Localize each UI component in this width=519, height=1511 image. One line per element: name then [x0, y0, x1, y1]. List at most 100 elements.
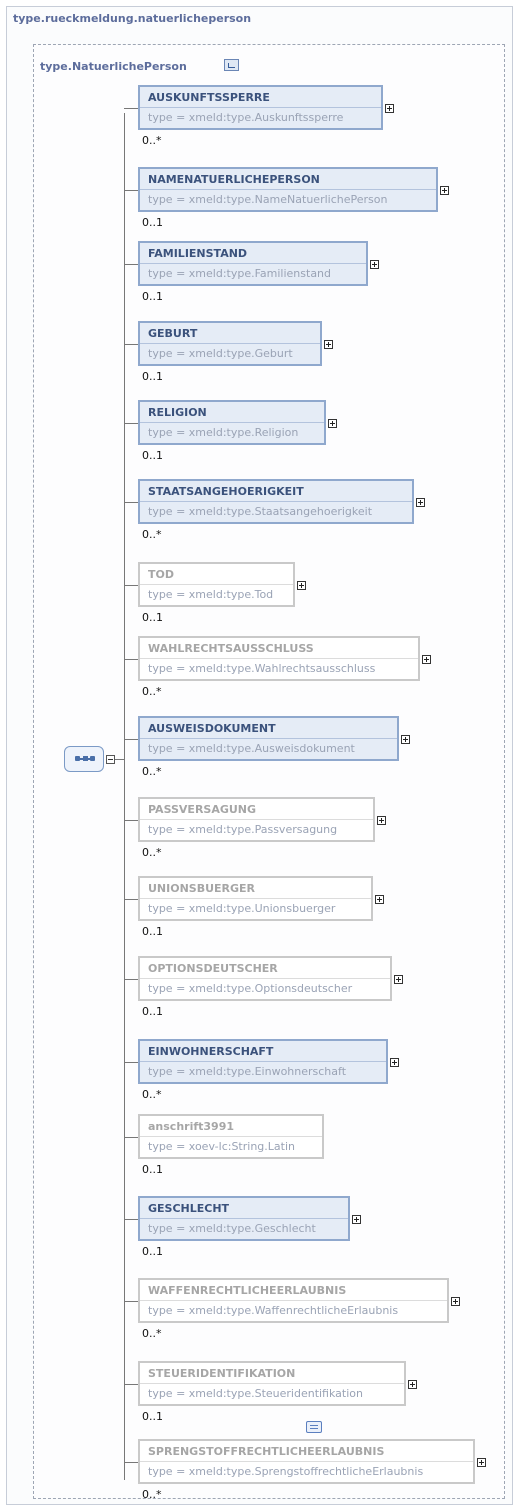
- cardinality-label: 0..1: [142, 1410, 163, 1423]
- element-name: PASSVERSAGUNG: [148, 803, 257, 816]
- element-box[interactable]: WAHLRECHTSAUSSCHLUSS type = xmeld:type.Wa…: [138, 636, 420, 681]
- element-name: AUSKUNFTSSPERRE: [148, 91, 270, 104]
- element-type: type = xmeld:type.Optionsdeutscher: [148, 982, 353, 995]
- element-name: AUSWEISDOKUMENT: [148, 722, 276, 735]
- element-connector: [124, 190, 138, 191]
- element-name: OPTIONSDEUTSCHER: [148, 962, 278, 975]
- element-name: anschrift3991: [148, 1120, 235, 1133]
- element-box[interactable]: STAATSANGEHOERIGKEIT type = xmeld:type.St…: [138, 479, 414, 524]
- element-name: SPRENGSTOFFRECHTLICHEERLAUBNIS: [148, 1445, 385, 1458]
- element-type: type = xmeld:type.Ausweisdokument: [148, 742, 355, 755]
- element-connector: [124, 1384, 138, 1385]
- cardinality-label: 0..*: [142, 1488, 162, 1501]
- element-connector: [124, 979, 138, 980]
- expand-icon[interactable]: [375, 895, 384, 904]
- cardinality-label: 0..*: [142, 1088, 162, 1101]
- element-type: type = xmeld:type.Wahlrechtsausschluss: [148, 662, 376, 675]
- cardinality-label: 0..*: [142, 765, 162, 778]
- base-type-frame: [33, 44, 505, 1499]
- element-connector: [124, 899, 138, 900]
- element-connector: [124, 264, 138, 265]
- element-box[interactable]: AUSKUNFTSSPERRE type = xmeld:type.Auskunf…: [138, 85, 383, 130]
- cardinality-label: 0..1: [142, 290, 163, 303]
- element-type: type = xmeld:type.Einwohnerschaft: [148, 1065, 347, 1078]
- element-type: type = xmeld:type.Geburt: [148, 347, 293, 360]
- element-type: type = xoev-lc:String.Latin: [148, 1140, 295, 1153]
- element-name: NAMENATUERLICHEPERSON: [148, 173, 320, 186]
- expand-icon[interactable]: [297, 581, 306, 590]
- element-type: type = xmeld:type.Familienstand: [148, 267, 332, 280]
- cardinality-label: 0..*: [142, 846, 162, 859]
- element-type: type = xmeld:type.Tod: [148, 588, 274, 601]
- cardinality-label: 0..*: [142, 528, 162, 541]
- element-connector: [124, 1062, 138, 1063]
- element-connector: [124, 739, 138, 740]
- complex-type-title: type.rueckmeldung.natuerlicheperson: [13, 12, 252, 25]
- base-type-title: type.NatuerlichePerson: [40, 60, 187, 73]
- cardinality-label: 0..*: [142, 685, 162, 698]
- element-name: UNIONSBUERGER: [148, 882, 256, 895]
- element-name: WAHLRECHTSAUSSCHLUSS: [148, 642, 314, 655]
- expand-icon[interactable]: [352, 1215, 361, 1224]
- expand-icon[interactable]: [451, 1297, 460, 1306]
- sequence-connector: [115, 759, 124, 760]
- cardinality-label: 0..1: [142, 1163, 163, 1176]
- expand-icon[interactable]: [440, 186, 449, 195]
- expand-icon[interactable]: [416, 498, 425, 507]
- sequence-branch-line: [124, 113, 125, 1480]
- element-type: type = xmeld:type.Religion: [148, 426, 299, 439]
- element-type: type = xmeld:type.Staatsangehoerigkeit: [148, 505, 373, 518]
- element-connector: [124, 659, 138, 660]
- element-box[interactable]: PASSVERSAGUNG type = xmeld:type.Passversa…: [138, 797, 375, 842]
- element-connector: [124, 502, 138, 503]
- element-box[interactable]: GESCHLECHT type = xmeld:type.Geschlecht: [138, 1196, 350, 1241]
- expand-icon[interactable]: [377, 816, 386, 825]
- element-name: GESCHLECHT: [148, 1202, 230, 1215]
- element-name: GEBURT: [148, 327, 198, 340]
- expand-icon[interactable]: [385, 104, 394, 113]
- element-type: type = xmeld:type.Geschlecht: [148, 1222, 316, 1235]
- element-connector: [124, 1301, 138, 1302]
- expand-icon[interactable]: [477, 1458, 486, 1467]
- element-type: type = xmeld:type.Unionsbuerger: [148, 902, 336, 915]
- element-type: type = xmeld:type.Passversagung: [148, 823, 338, 836]
- element-box[interactable]: TOD type = xmeld:type.Tod: [138, 562, 295, 607]
- element-connector: [124, 1137, 138, 1138]
- expand-icon[interactable]: [324, 340, 333, 349]
- element-connector: [124, 344, 138, 345]
- element-connector: [124, 820, 138, 821]
- expand-icon[interactable]: [401, 735, 410, 744]
- cardinality-label: 0..*: [142, 134, 162, 147]
- element-connector: [124, 423, 138, 424]
- element-box[interactable]: GEBURT type = xmeld:type.Geburt: [138, 321, 322, 366]
- expand-icon[interactable]: [328, 419, 337, 428]
- cardinality-label: 0..1: [142, 370, 163, 383]
- element-box[interactable]: anschrift3991 type = xoev-lc:String.Latin: [138, 1114, 324, 1159]
- expand-icon[interactable]: [390, 1058, 399, 1067]
- element-name: TOD: [148, 568, 174, 581]
- element-name: STAATSANGEHOERIGKEIT: [148, 485, 304, 498]
- sequence-compositor[interactable]: [64, 746, 104, 772]
- cardinality-label: 0..1: [142, 449, 163, 462]
- element-type: type = xmeld:type.Auskunftssperre: [148, 111, 344, 124]
- expand-icon[interactable]: [408, 1380, 417, 1389]
- expand-icon[interactable]: [422, 655, 431, 664]
- element-connector: [124, 1219, 138, 1220]
- expand-icon[interactable]: [394, 975, 403, 984]
- element-name: WAFFENRECHTLICHEERLAUBNIS: [148, 1284, 347, 1297]
- element-box[interactable]: UNIONSBUERGER type = xmeld:type.Unionsbue…: [138, 876, 373, 921]
- extension-icon: [224, 59, 239, 71]
- cardinality-label: 0..1: [142, 611, 163, 624]
- cardinality-label: 0..1: [142, 925, 163, 938]
- expand-icon[interactable]: [370, 260, 379, 269]
- element-box[interactable]: OPTIONSDEUTSCHER type = xmeld:type.Option…: [138, 956, 392, 1001]
- collapse-icon[interactable]: [106, 755, 115, 764]
- element-box[interactable]: AUSWEISDOKUMENT type = xmeld:type.Ausweis…: [138, 716, 399, 761]
